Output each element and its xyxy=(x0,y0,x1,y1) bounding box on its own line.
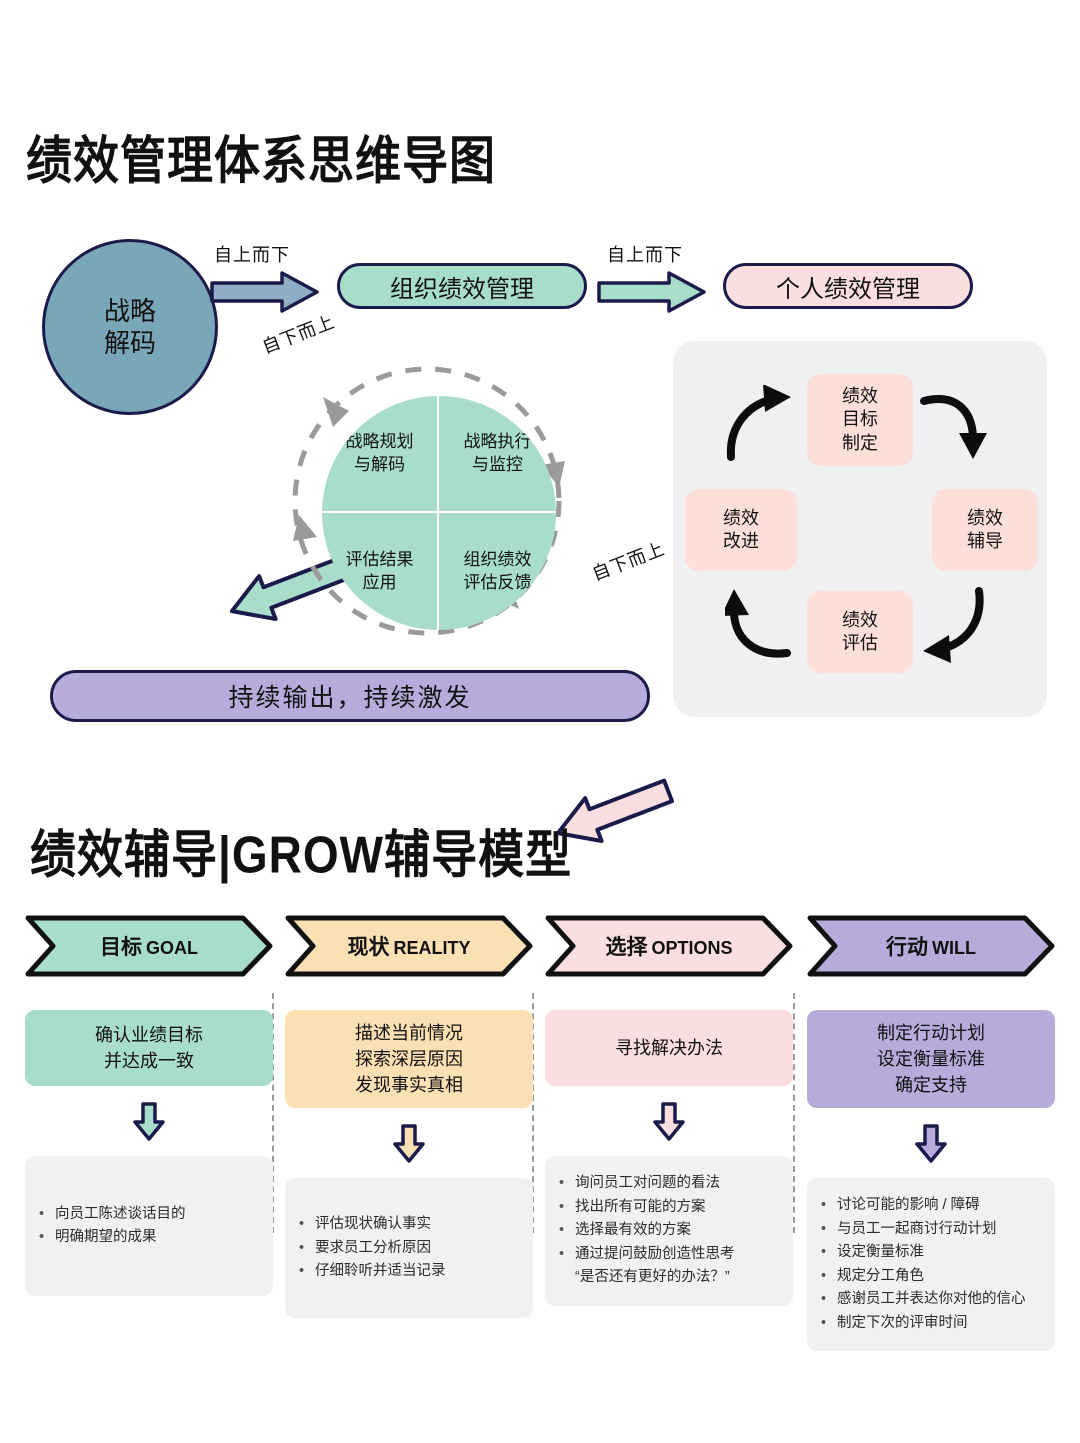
list-item: 感谢员工并表达你对他的信心 xyxy=(821,1288,1043,1312)
grow-details-reality: 评估现状确认事实 要求员工分析原因 仔细聆听并适当记录 xyxy=(285,1178,533,1319)
quadrant-cell-1: 战略规划 与解码 xyxy=(322,396,439,513)
quadrant-cell-3: 评估结果 应用 xyxy=(322,513,439,630)
column-divider xyxy=(532,993,534,1233)
list-item-continuation: “是否还有更好的办法？” xyxy=(575,1269,730,1286)
list-item: 选择最有效的方案 xyxy=(559,1219,781,1243)
stage-en-label: OPTIONS xyxy=(651,938,733,958)
list-item: 设定衡量标准 xyxy=(821,1241,1043,1265)
stage-cn-label: 目标 xyxy=(100,936,142,959)
down-arrow-options-icon xyxy=(545,1102,793,1142)
down-arrow-will-icon xyxy=(807,1124,1055,1164)
top-down-arrow-1-icon xyxy=(210,270,320,314)
quadrant-cell-2: 战略执行 与监控 xyxy=(439,396,556,513)
down-arrow-goal-icon xyxy=(25,1102,273,1142)
list-item: 要求员工分析原因 xyxy=(299,1237,521,1261)
bottom-up-label-1: 自下而上 xyxy=(259,311,338,358)
individual-performance-node: 个人绩效管理 xyxy=(723,263,973,309)
list-item: 制定下次的评审时间 xyxy=(821,1312,1043,1336)
continuous-output-bar: 持续输出，持续激发 xyxy=(50,670,650,722)
grow-summary-options: 寻找解决办法 xyxy=(545,1010,793,1086)
list-item: 规定分工角色 xyxy=(821,1265,1043,1289)
cycle-arrow-bottom-left-icon xyxy=(725,589,791,658)
column-divider xyxy=(793,993,795,1233)
cycle-node-coaching: 绩效 辅导 xyxy=(932,489,1038,571)
list-item: 通过提问鼓励创造性思考 xyxy=(559,1243,781,1267)
list-item: 讨论可能的影响 / 障碍 xyxy=(821,1194,1043,1218)
cycle-arrow-top-left-icon xyxy=(726,385,791,461)
top-down-label-1: 自上而下 xyxy=(214,245,290,265)
cycle-node-appraisal: 绩效 评估 xyxy=(807,591,913,673)
grow-summary-will: 制定行动计划 设定衡量标准 确定支持 xyxy=(807,1010,1055,1109)
page-title-mindmap: 绩效管理体系思维导图 xyxy=(26,131,496,190)
bottom-up-arrow-2-icon xyxy=(548,767,678,862)
cycle-node-goal-setting: 绩效 目标 制定 xyxy=(807,374,913,466)
stage-en-label: WILL xyxy=(932,938,976,958)
top-down-arrow-2-icon xyxy=(597,270,707,314)
quadrant-circle: 战略规划 与解码 战略执行 与监控 评估结果 应用 组织绩效 评估反馈 xyxy=(322,396,556,630)
list-item: 向员工陈述谈话目的 xyxy=(39,1203,261,1227)
stage-en-label: GOAL xyxy=(146,938,198,958)
grow-detail-list-reality: 评估现状确认事实 要求员工分析原因 仔细聆听并适当记录 xyxy=(299,1213,521,1284)
individual-performance-cycle-panel: 绩效 目标 制定 绩效 辅导 绩效 评估 绩效 改进 xyxy=(673,341,1047,717)
column-divider xyxy=(272,993,274,1233)
page-title-grow: 绩效辅导|GROW辅导模型 xyxy=(30,825,573,884)
list-item: 询问员工对问题的看法 xyxy=(559,1172,781,1196)
list-item: 找出所有可能的方案 xyxy=(559,1196,781,1220)
grow-details-options: 询问员工对问题的看法 找出所有可能的方案 选择最有效的方案 通过提问鼓励创造性思… xyxy=(545,1156,793,1306)
cycle-arrow-bottom-right-icon xyxy=(923,587,984,663)
strategy-decode-circle: 战略 解码 xyxy=(42,239,218,415)
grow-summary-reality: 描述当前情况 探索深层原因 发现事实真相 xyxy=(285,1010,533,1109)
top-down-label-2: 自上而下 xyxy=(607,245,683,265)
quadrant-cell-4: 组织绩效 评估反馈 xyxy=(463,550,532,592)
list-item: 评估现状确认事实 xyxy=(299,1213,521,1237)
org-performance-cycle-wheel: 战略规划 与解码 战略执行 与监控 评估结果 应用 组织绩效 评估反馈 xyxy=(287,361,567,641)
grow-summary-goal: 确认业绩目标 并达成一致 xyxy=(25,1010,273,1086)
list-item: 与员工一起商讨行动计划 xyxy=(821,1218,1043,1242)
stage-en-label: REALITY xyxy=(393,938,471,958)
grow-details-goal: 向员工陈述谈话目的 明确期望的成果 xyxy=(25,1156,273,1296)
grow-details-will: 讨论可能的影响 / 障碍 与员工一起商讨行动计划 设定衡量标准 规定分工角色 感… xyxy=(807,1178,1055,1352)
stage-cn-label: 现状 xyxy=(347,936,390,959)
bottom-up-label-2: 自下而上 xyxy=(589,538,668,585)
down-arrow-reality-icon xyxy=(285,1124,533,1164)
list-item: 仔细聆听并适当记录 xyxy=(299,1260,521,1284)
stage-cn-label: 选择 xyxy=(605,936,648,959)
cycle-node-improvement: 绩效 改进 xyxy=(685,489,797,571)
stage-cn-label: 行动 xyxy=(886,936,928,959)
grow-detail-list-goal: 向员工陈述谈话目的 明确期望的成果 xyxy=(39,1203,261,1250)
list-item: 明确期望的成果 xyxy=(39,1226,261,1250)
cycle-arrow-top-right-icon xyxy=(920,395,987,459)
grow-detail-list-will: 讨论可能的影响 / 障碍 与员工一起商讨行动计划 设定衡量标准 规定分工角色 感… xyxy=(821,1194,1043,1335)
mindmap-section: 战略 解码 自上而下 组织绩效管理 自上而下 个人绩效管理 自 xyxy=(0,215,1080,843)
grow-detail-list-options: 询问员工对问题的看法 找出所有可能的方案 选择最有效的方案 通过提问鼓励创造性思… xyxy=(559,1172,781,1289)
org-performance-node: 组织绩效管理 xyxy=(337,263,587,309)
